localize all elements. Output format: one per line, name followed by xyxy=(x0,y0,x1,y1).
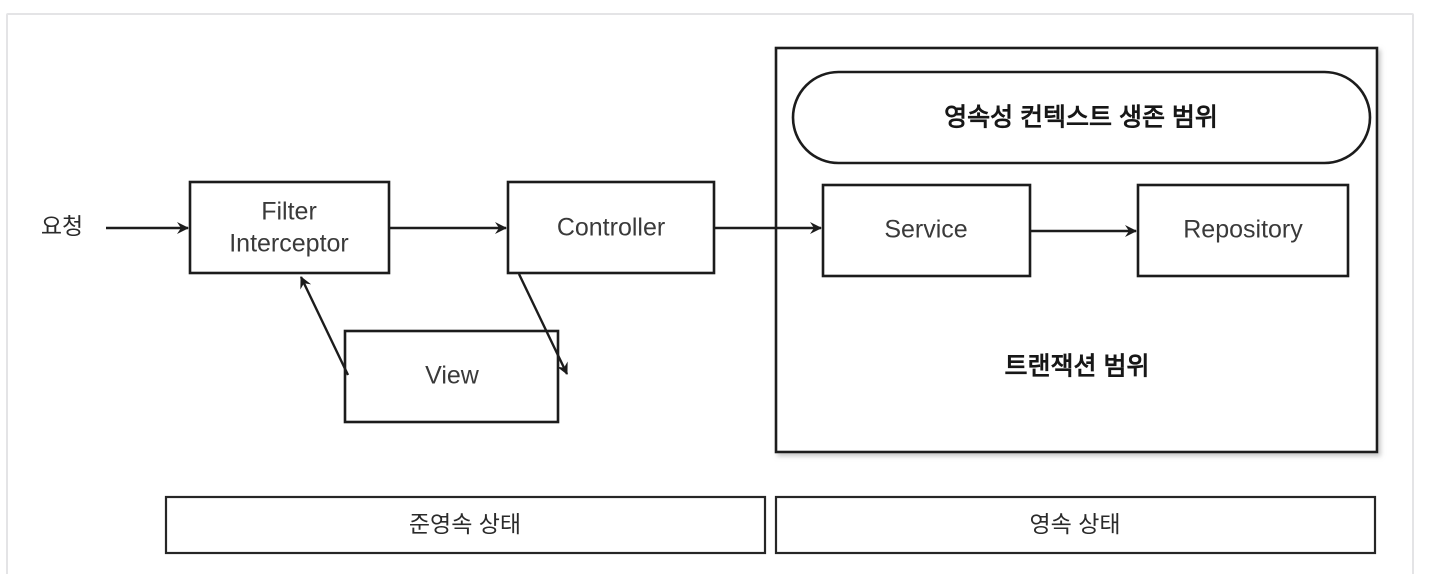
arrow-controller-to-view xyxy=(517,273,569,375)
repository-box xyxy=(1136,183,1350,278)
transaction-scope-label: 트랜잭션 범위 xyxy=(1005,353,1150,381)
repository-node: Repository xyxy=(1136,183,1350,278)
managed-state-box xyxy=(774,495,1377,555)
controller-node: Controller xyxy=(506,180,716,275)
filter-interceptor-label-line1: Filter xyxy=(261,198,317,226)
managed-state-label: 영속 상태 xyxy=(1029,511,1120,537)
filter-interceptor-box xyxy=(188,180,391,275)
arrow-view-to-filter xyxy=(299,276,350,376)
detached-state-box xyxy=(164,495,767,555)
state-bar-detached: 준영속 상태 xyxy=(164,495,767,555)
view-node: View xyxy=(343,329,560,424)
persistence-scope-shape xyxy=(791,70,1372,165)
controller-label: Controller xyxy=(557,214,665,242)
service-node: Service xyxy=(821,183,1032,278)
repository-label: Repository xyxy=(1183,216,1303,244)
state-bar-managed: 영속 상태 xyxy=(774,495,1377,555)
detached-state-label: 준영속 상태 xyxy=(409,511,521,537)
filter-interceptor-label-line2: Interceptor xyxy=(229,230,349,258)
view-label: View xyxy=(425,362,480,390)
view-box xyxy=(343,329,560,424)
persistence-context-scope: 영속성 컨텍스트 생존 범위 xyxy=(791,70,1372,165)
service-label: Service xyxy=(884,216,967,244)
service-box xyxy=(821,183,1032,278)
filter-interceptor-node: Filter Interceptor xyxy=(188,180,391,275)
persistence-scope-label: 영속성 컨텍스트 생존 범위 xyxy=(944,104,1218,132)
request-label: 요청 xyxy=(41,213,83,239)
controller-box xyxy=(506,180,716,275)
